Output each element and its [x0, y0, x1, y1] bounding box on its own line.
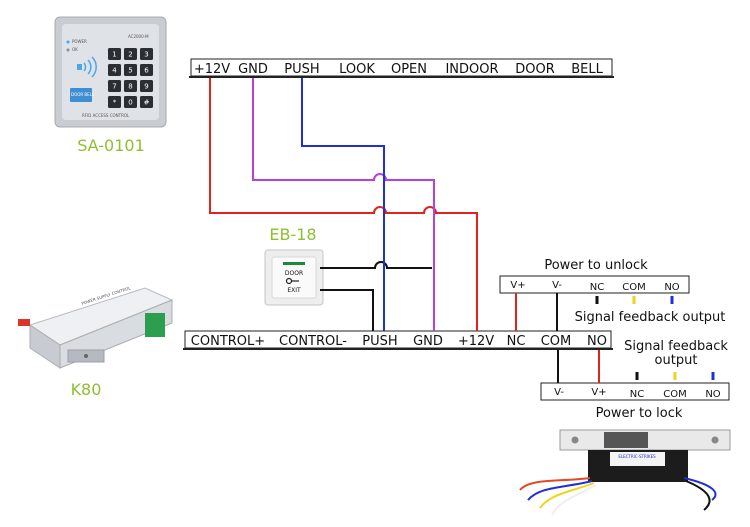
controller-terminal-push: PUSH [362, 334, 397, 349]
wires [209, 78, 715, 383]
wire-push [301, 78, 385, 331]
lock-terminal-vminus: V- [554, 387, 564, 398]
controller-terminal-nc: NC [507, 334, 526, 349]
controller-terminal-control-minus: CONTROL- [279, 334, 347, 349]
reader-model: AC2000-M [128, 34, 149, 39]
reader-key-label: 9 [144, 83, 148, 91]
rfid-reader-image: POWER OK AC2000-M DOOR BELL 1 2 3 4 5 6 7 8 9 * 0 #… [54, 16, 167, 128]
reader-terminal-look: LOOK [339, 62, 375, 77]
exit-button-exit-text: EXIT [287, 287, 301, 294]
power-supply-controller-image: POWER SUPPLY CONTROL [18, 285, 174, 369]
controller-terminal-no: NO [587, 334, 607, 349]
lock-terminal-com: COM [663, 389, 686, 400]
reader-bell-label: DOOR BELL [71, 92, 95, 97]
reader-indicator-ok: OK [72, 47, 78, 52]
wire-exit-button-push [320, 261, 432, 269]
door-bell-key [70, 88, 92, 102]
exit-button-image: DOOR EXIT [264, 249, 324, 306]
strike-title: ELECTRIC-STRIKES [618, 454, 656, 459]
lock-terminal-block: V- V+ NC COM NO [540, 382, 730, 401]
unlock-terminal-no: NO [664, 282, 679, 293]
key-icon [285, 277, 299, 285]
reader-terminal-gnd: GND [238, 62, 268, 77]
lock-terminal-nc: NC [630, 389, 644, 400]
reader-terminal-block: +12V GND PUSH LOOK OPEN INDOOR DOOR BELL [189, 58, 614, 78]
unlock-block-title: Power to unlock [544, 258, 648, 273]
lock-terminal-vplus: V+ [591, 387, 606, 398]
unlock-terminal-com: COM [622, 282, 645, 293]
reader-terminal-open: OPEN [391, 62, 427, 77]
unlock-terminal-vminus: V- [552, 280, 562, 291]
unlock-feedback-label: Signal feedback output [575, 310, 726, 325]
controller-terminal-12v: +12V [458, 334, 494, 349]
lock-feedback-label-line1: Signal feedback [624, 339, 728, 354]
controller-terminal-gnd: GND [413, 334, 443, 349]
reader-footer: RFID ACCESS CONTROL [82, 113, 130, 118]
controller-terminal-block: CONTROL+ CONTROL- PUSH GND +12V NC COM N… [183, 330, 613, 350]
reader-key [124, 96, 137, 108]
electric-strike-image: ELECTRIC-STRIKES [519, 429, 731, 516]
reader-terminal-indoor: INDOOR [445, 62, 498, 77]
reader-key-label: 1 [112, 51, 116, 59]
unlock-terminal-block: V+ V- NC COM NO [499, 275, 690, 294]
reader-key-label: 6 [144, 67, 149, 75]
reader-indicator-power: POWER [72, 39, 87, 44]
controller-terminal-control-plus: CONTROL+ [191, 334, 265, 349]
reader-key [124, 48, 137, 60]
lock-feedback-label-line2: output [655, 353, 698, 368]
lock-terminal-no: NO [705, 389, 720, 400]
reader-key [108, 96, 121, 108]
reader-terminal-door: DOOR [515, 62, 555, 77]
reader-key-label: * [113, 99, 117, 107]
reader-key-label: # [144, 99, 150, 107]
reader-key [140, 96, 153, 108]
reader-key [140, 48, 153, 60]
reader-key-label: 7 [112, 83, 116, 91]
reader-terminal-push: PUSH [284, 62, 319, 77]
unlock-terminal-vplus: V+ [510, 280, 525, 291]
reader-key [124, 80, 137, 92]
reader-key [124, 64, 137, 76]
controller-label: K80 [71, 380, 102, 399]
wire-12v [209, 78, 478, 331]
controller-terminal-com: COM [541, 334, 572, 349]
unlock-terminal-nc: NC [590, 282, 604, 293]
reader-key-label: 5 [128, 67, 132, 75]
lock-block-title: Power to lock [596, 406, 683, 421]
reader-key [140, 64, 153, 76]
reader-key [108, 80, 121, 92]
reader-key [108, 64, 121, 76]
exit-button-label: EB-18 [269, 225, 316, 244]
reader-label: SA-0101 [77, 136, 145, 155]
reader-key [140, 80, 153, 92]
rfid-wave-icon [77, 56, 97, 78]
reader-key-label: 3 [144, 51, 148, 59]
reader-keypad: 1 2 3 4 5 6 7 8 9 * 0 # [108, 48, 153, 108]
reader-terminal-12v: +12V [194, 62, 230, 77]
reader-key-label: 2 [128, 51, 132, 59]
wire-exit-button-gnd [320, 289, 374, 331]
reader-key-label: 8 [128, 83, 132, 91]
reader-key-label: 0 [128, 99, 132, 107]
wire-gnd [252, 78, 435, 331]
reader-terminal-bell: BELL [571, 62, 603, 77]
reader-key [108, 48, 121, 60]
reader-key-label: 4 [112, 67, 117, 75]
exit-button-door-text: DOOR [285, 270, 303, 277]
